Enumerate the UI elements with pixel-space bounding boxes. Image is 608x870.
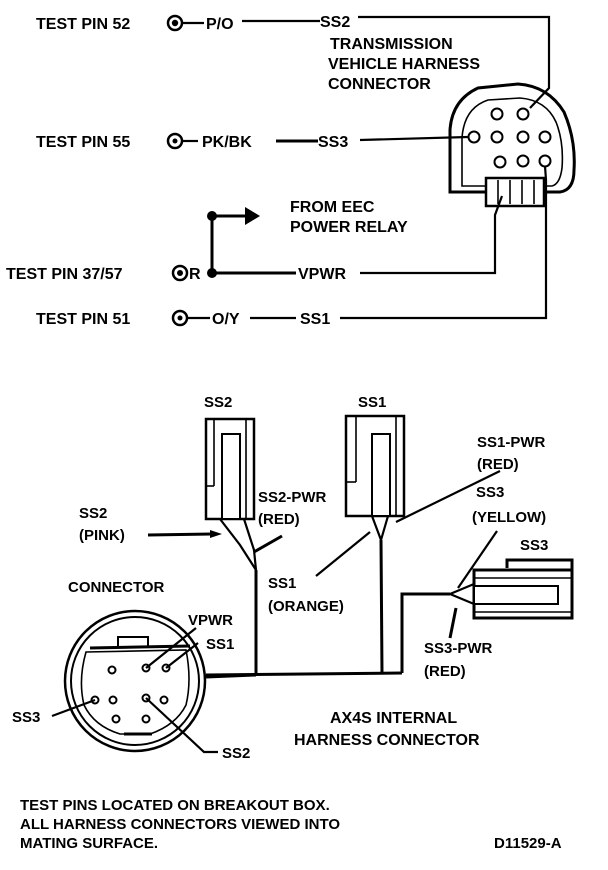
ss3-pwr-color: (RED): [424, 663, 466, 680]
ss3-pwr-label: SS3-PWR: [424, 640, 493, 657]
ss3-wire-fork: [447, 582, 475, 606]
test-pin-55-wire-color: PK/BK: [202, 134, 252, 151]
ss2-pointer: [147, 532, 213, 537]
power-relay-label-line-1: FROM EEC: [290, 199, 375, 216]
ss3-pointer: [457, 530, 498, 589]
test-pin-52-wire-color: P/O: [206, 16, 234, 33]
test-pin-55-icon: [166, 132, 184, 150]
figure-id: D11529-A: [494, 835, 562, 852]
ss3-wire: [359, 135, 469, 142]
ss2-pin-pointer: [145, 697, 218, 754]
arrow-right-icon: [210, 530, 222, 538]
test-pin-51-label: TEST PIN 51: [36, 311, 130, 328]
ss1-pin-label: SS1: [206, 636, 234, 653]
connector-title-line-1: TRANSMISSION: [330, 36, 453, 53]
footer-note-line-3: MATING SURFACE.: [20, 835, 158, 852]
ss1-wire-fork: [370, 515, 390, 544]
connector-label: CONNECTOR: [68, 579, 165, 596]
ss2-solenoid-connector: [204, 417, 256, 521]
ss2-solenoid-name: SS2: [204, 394, 232, 411]
ss2-wire-label: SS2: [79, 505, 107, 522]
internal-harness-title-line-2: HARNESS CONNECTOR: [294, 732, 480, 749]
ax4s-internal-harness-connector: [63, 609, 207, 753]
ss2-pwr-pointer: [253, 534, 283, 554]
ss1-wire-label: SS1: [268, 575, 296, 592]
arrow-right-icon: [245, 207, 260, 225]
ss1-solenoid-name: SS1: [358, 394, 386, 411]
ss2-signal-label: SS2: [320, 14, 350, 31]
ss2-wire: [219, 518, 257, 571]
ss1-pin-pointer: [165, 642, 199, 669]
transmission-vehicle-harness-connector: [448, 82, 576, 208]
vpwr-pin-pointer: [145, 627, 197, 669]
ss3-pin-pointer: [51, 698, 96, 718]
ss1-pwr-label: SS1-PWR: [477, 434, 546, 451]
ss1-pwr-pointer: [395, 470, 501, 523]
power-relay-branch: [207, 207, 260, 273]
vpwr-signal-label: VPWR: [298, 266, 346, 283]
ss3-pin-label: SS3: [12, 709, 40, 726]
ss3-signal-label: SS3: [318, 134, 348, 151]
footer-note-line-2: ALL HARNESS CONNECTORS VIEWED INTO: [20, 816, 340, 833]
power-relay-label-line-2: POWER RELAY: [290, 219, 408, 236]
ss2-pwr-color: (RED): [258, 511, 300, 528]
ss2-pwr-label: SS2-PWR: [258, 489, 327, 506]
ss1-wire-color: (ORANGE): [268, 598, 344, 615]
ss3-pwr-pointer: [448, 607, 458, 639]
ss3-wire-label: SS3: [476, 484, 504, 501]
test-pin-37-57-wire-color: R: [189, 266, 201, 283]
footer-note-line-1: TEST PINS LOCATED ON BREAKOUT BOX.: [20, 797, 330, 814]
test-pin-37-57-icon: [171, 264, 189, 282]
ss3-wire-color: (YELLOW): [472, 509, 546, 526]
ss3-solenoid-connector: [472, 558, 574, 620]
test-pin-52-icon: [166, 14, 184, 32]
connector-lead: [205, 673, 257, 679]
ss2-wire: [358, 15, 551, 109]
vpwr-wire: [360, 195, 504, 275]
connector-title-line-3: CONNECTOR: [328, 76, 431, 93]
ss2-pwr-wire: [242, 518, 258, 571]
ss3-trunk-wire: [400, 592, 450, 673]
ss1-wire: [340, 165, 548, 320]
ss1-signal-label: SS1: [300, 311, 330, 328]
test-pin-52-label: TEST PIN 52: [36, 16, 130, 33]
ss1-solenoid-connector: [344, 414, 406, 518]
connector-title-line-2: VEHICLE HARNESS: [328, 56, 480, 73]
ss1-trunk-wire: [379, 539, 384, 674]
ss1-pwr-color: (RED): [477, 456, 519, 473]
ss1-pointer: [315, 531, 371, 577]
ss2-pin-label: SS2: [222, 745, 250, 762]
internal-harness-title-line-1: AX4S INTERNAL: [330, 710, 457, 727]
vpwr-pin-label: VPWR: [188, 612, 233, 629]
test-pin-51-icon: [171, 309, 189, 327]
test-pin-51-wire-color: O/Y: [212, 311, 240, 328]
ss3-solenoid-name: SS3: [520, 537, 548, 554]
ss2-wire-color: (PINK): [79, 527, 125, 544]
test-pin-55-label: TEST PIN 55: [36, 134, 130, 151]
test-pin-37-57-label: TEST PIN 37/57: [6, 266, 123, 283]
